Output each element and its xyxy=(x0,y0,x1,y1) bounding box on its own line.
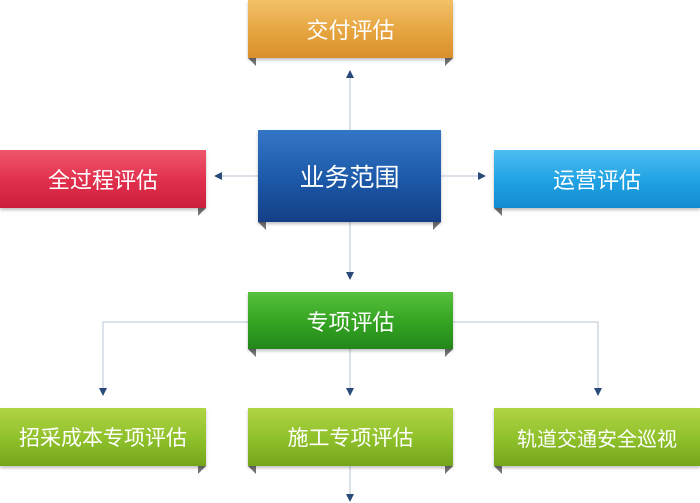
arrowhead-down-right xyxy=(594,388,602,396)
node-label: 轨道交通安全巡视 xyxy=(517,426,677,451)
node-construction-assessment: 施工专项评估 xyxy=(248,408,453,474)
node-label: 业务范围 xyxy=(299,163,400,192)
node-label: 招采成本专项评估 xyxy=(19,426,187,450)
node-rail-safety-inspection: 轨道交通安全巡视 xyxy=(494,408,700,474)
arrowhead-up xyxy=(346,70,354,78)
node-special-assessment: 专项评估 xyxy=(248,292,453,357)
node-procurement-cost-assessment: 招采成本专项评估 xyxy=(0,408,206,474)
arrowhead-left xyxy=(214,172,222,180)
arrowhead-down-bottom xyxy=(346,494,354,502)
node-operation-assessment: 运营评估 xyxy=(494,150,700,216)
connector-middle-branch xyxy=(102,321,248,388)
arrowhead-down-center xyxy=(346,388,354,396)
node-label: 施工专项评估 xyxy=(287,426,414,450)
arrowhead-down-middle xyxy=(346,272,354,280)
node-delivery-assessment: 交付评估 xyxy=(248,0,453,66)
node-label: 交付评估 xyxy=(306,19,395,44)
connector-middle-branch-right xyxy=(453,321,599,388)
node-label: 专项评估 xyxy=(306,310,395,336)
arrowhead-right xyxy=(478,172,486,180)
node-business-scope: 业务范围 xyxy=(258,130,441,230)
node-full-process-assessment: 全过程评估 xyxy=(0,150,206,216)
node-label: 运营评估 xyxy=(552,169,641,194)
node-label: 全过程评估 xyxy=(47,169,158,194)
arrowhead-down-left xyxy=(99,388,107,396)
